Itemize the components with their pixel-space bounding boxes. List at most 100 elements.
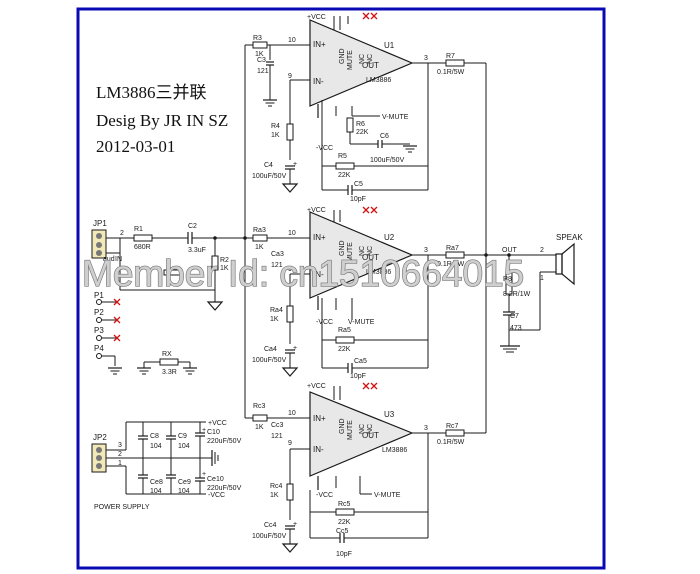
r2-value: 1K — [220, 265, 229, 272]
amp1-nc-pin-a: NC — [359, 54, 366, 64]
amp1-in-plus: IN+ — [313, 40, 326, 49]
amp3-mute-pin: MUTE — [347, 420, 354, 440]
ce8-label: Ce8 — [150, 479, 163, 486]
power-vcc-plus: +VCC — [208, 420, 227, 427]
c10-label: C10 — [207, 429, 220, 436]
amp2-opamp — [309, 211, 414, 299]
amp3-part-label: LM3886 — [382, 447, 407, 454]
svg-text:+: + — [202, 427, 206, 434]
amp1-c3-value: 121 — [257, 68, 269, 75]
amp1-opamp — [309, 19, 414, 107]
amp1-c6-value: 100uF/50V — [370, 157, 405, 164]
amp3-nc-pin-b: NC — [367, 424, 374, 434]
amp1-vcc-minus: -VCC — [316, 145, 333, 152]
amp2-pin3: 3 — [424, 247, 428, 254]
svg-text:+: + — [293, 521, 297, 528]
amp1-mute-pin: MUTE — [347, 50, 354, 70]
amp2-gnd-pin: GND — [339, 240, 346, 256]
amp2-out-label: OUT — [362, 253, 379, 262]
jp1-label: JP1 — [93, 219, 107, 228]
ce10-value: 220uF/50V — [207, 485, 242, 492]
amp1-c4-value: 100uF/50V — [252, 173, 287, 180]
pin-p1: P1 — [94, 291, 104, 300]
amp3-in-minus: IN- — [313, 445, 324, 454]
amp3-c5-label: Cc5 — [336, 528, 349, 535]
amp1-c3-label: C3 — [257, 57, 266, 64]
amp2-part-label: LM3886 — [366, 269, 391, 276]
output-c7-label: C7 — [510, 313, 519, 320]
watermark-text: Member Id: cn1510664015 — [82, 253, 524, 294]
amp3-c5-value: 10pF — [336, 551, 352, 558]
amp3-r5-value: 22K — [338, 519, 351, 526]
pin-p4: P4 — [94, 344, 104, 353]
amp2-r3-value: 1K — [255, 244, 264, 251]
amp1-r6-value: 22K — [356, 129, 369, 136]
amp1-gnd-pin: GND — [339, 48, 346, 64]
title-line-1: LM3886三并联 — [96, 83, 207, 102]
amp2-r7-value: 0.1R/5W — [437, 261, 465, 268]
pin-p3: P3 — [94, 326, 104, 335]
c8-value: 104 — [150, 443, 162, 450]
amp2-vmute: V-MUTE — [348, 319, 375, 326]
output-c7-value: 473 — [510, 325, 522, 332]
amp2-r3-label: Ra3 — [253, 227, 266, 234]
jp1-aud-label: aud — [103, 256, 115, 263]
svg-text:2: 2 — [120, 230, 124, 237]
c2-label: C2 — [188, 223, 197, 230]
amp1-section: R3 1K C3 121 10 9 IN+ IN- OUT U1 LM3886 … — [245, 12, 486, 203]
svg-text:+: + — [202, 471, 206, 478]
amp1-r3-value: 1K — [255, 51, 264, 58]
output-section: OUT R8 8.2R/1W C7 473 2 1 SPEAK — [484, 63, 583, 433]
amp1-r7-value: 0.1R/5W — [437, 69, 465, 76]
amp1-r4-label: R4 — [271, 123, 280, 130]
amp3-c3-value: 121 — [271, 433, 283, 440]
amp3-vcc-minus: -VCC — [316, 492, 333, 499]
amp1-c6-label: C6 — [380, 133, 389, 140]
output-pin2: 2 — [540, 247, 544, 254]
amp1-r3-label: R3 — [253, 35, 262, 42]
amp3-vmute: V-MUTE — [374, 492, 401, 499]
amp3-pin10: 10 — [288, 410, 296, 417]
amp1-r7-label: R7 — [446, 53, 455, 60]
amp1-c5-label: C5 — [354, 181, 363, 188]
power-section: JP2 3 2 1 POWER SUPPLY C8 104 C9 104 + C… — [91, 420, 242, 511]
amp3-vcc-plus: +VCC — [307, 383, 326, 390]
r1-value: 680R — [134, 244, 151, 251]
amp1-r6-label: R6 — [356, 121, 365, 128]
amp3-section: Rc3 1K Cc3 121 10 9 IN+ IN- OUT U3 LM388… — [244, 382, 486, 558]
amp3-pin9: 9 — [288, 440, 292, 447]
r1-label: R1 — [134, 226, 143, 233]
output-r8-value: 8.2R/1W — [503, 291, 531, 298]
amp2-r5-label: Ra5 — [338, 327, 351, 334]
amp3-out-label: OUT — [362, 431, 379, 440]
amp1-u-label: U1 — [384, 41, 395, 50]
amp2-c3-value: 121 — [271, 262, 283, 269]
amp2-c4-value: 100uF/50V — [252, 357, 287, 364]
amp2-nc-pin-a: NC — [359, 246, 366, 256]
amp2-nc-pin-b: NC — [367, 246, 374, 256]
jp2-label: JP2 — [93, 433, 107, 442]
amp1-c5-value: 10pF — [350, 196, 366, 203]
speaker-cone-icon — [561, 242, 575, 286]
ce9-label: Ce9 — [178, 479, 191, 486]
amp2-in-minus: IN- — [313, 270, 324, 279]
amp3-opamp — [309, 391, 414, 477]
power-supply-label: POWER SUPPLY — [94, 504, 150, 511]
jp2-pin1: 1 — [118, 460, 122, 467]
amp1-pin3: 3 — [424, 55, 428, 62]
amp3-gnd-pin: GND — [339, 418, 346, 434]
amp1-pin10: 10 — [288, 37, 296, 44]
c8-label: C8 — [150, 433, 159, 440]
amp2-c5-label: Ca5 — [354, 358, 367, 365]
c10-value: 220uF/50V — [207, 438, 242, 445]
amp2-c3-label: Ca3 — [271, 251, 284, 258]
amp2-c4-label: Ca4 — [264, 346, 277, 353]
r2-label: R2 — [220, 257, 229, 264]
r1-resistor — [133, 234, 153, 242]
jp1-pin-3 — [96, 250, 102, 256]
amp3-nc-pin-a: NC — [359, 424, 366, 434]
title-line-2: Desig By JR IN SZ — [96, 111, 228, 130]
rx-value: 3.3R — [162, 369, 177, 376]
amp1-r4-value: 1K — [271, 132, 280, 139]
